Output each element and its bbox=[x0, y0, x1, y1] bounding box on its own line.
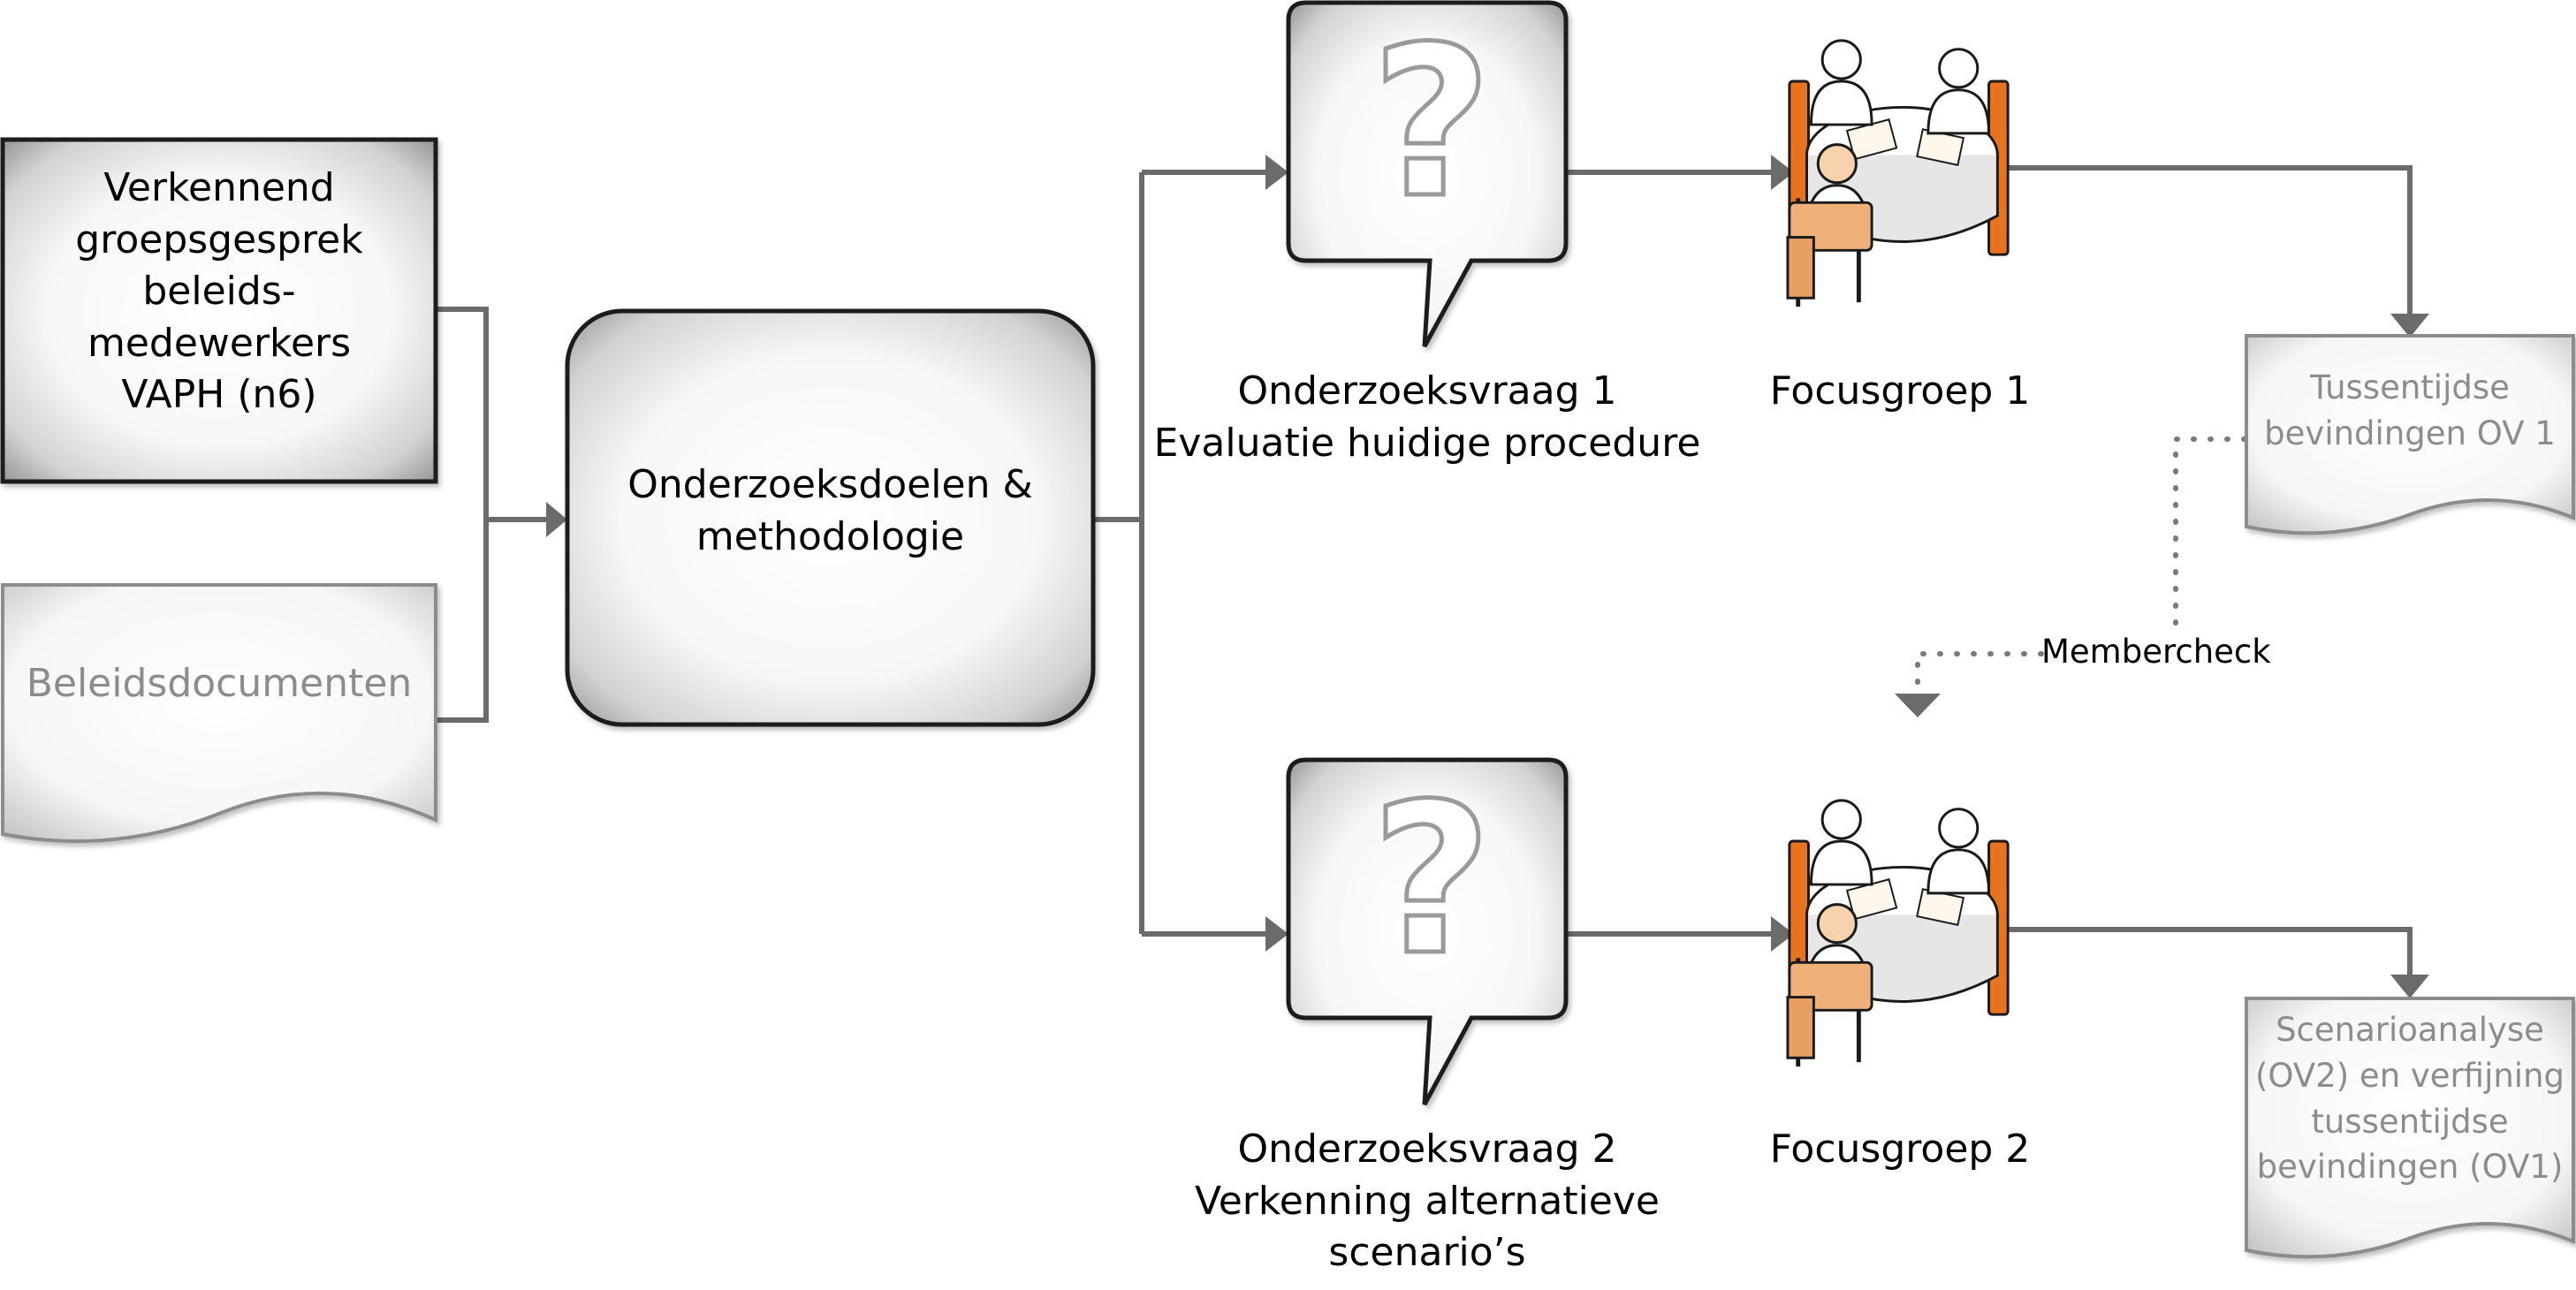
arrowhead-scenario bbox=[2390, 975, 2429, 998]
meeting-table-icon bbox=[1785, 27, 2015, 318]
focusgroep1-label: Focusgroep 1 bbox=[1769, 368, 2031, 414]
arrowhead-focusgroep2 bbox=[1771, 916, 1794, 952]
bevindingen1-label: Tussentijdse bevindingen OV 1 bbox=[2264, 368, 2556, 452]
question-mark-icon: ? bbox=[1369, 3, 1493, 244]
onderzoeksdoelen-label: Onderzoeksdoelen & methodologie bbox=[627, 462, 1033, 559]
question-mark-icon: ? bbox=[1369, 760, 1493, 1001]
meeting-table-icon bbox=[1785, 786, 2015, 1078]
arrowhead-focusgroep1 bbox=[1771, 155, 1794, 190]
vraag1-label: Onderzoeksvraag 1 Evaluatie huidige proc… bbox=[1153, 368, 1701, 466]
vraag2-bubble bbox=[1286, 757, 1569, 1106]
focusgroep2-label: Focusgroep 2 bbox=[1769, 1127, 2031, 1172]
arrowhead-bevindingen bbox=[2390, 314, 2429, 338]
arrowheads bbox=[546, 155, 2429, 998]
vraag1-bubble bbox=[1286, 0, 1569, 348]
arrowhead-onderzoeksdoelen bbox=[546, 502, 567, 537]
connector-focusgroep2-scenario bbox=[2006, 927, 2413, 983]
arrowhead-vraag2 bbox=[1265, 916, 1288, 952]
connector-focusgroep1-bevindingen bbox=[2006, 165, 2413, 320]
beleidsdocumenten-document bbox=[0, 583, 437, 843]
beleidsdocumenten-label: Beleidsdocumenten bbox=[26, 661, 413, 706]
onderzoeksdoelen-box bbox=[565, 308, 1096, 727]
bevindingen1-document bbox=[2245, 334, 2575, 535]
verkennend-label: Verkennend groepsgesprek beleids- medewe… bbox=[75, 165, 363, 418]
membercheck-path bbox=[1915, 436, 2247, 694]
vraag2-label: Onderzoeksvraag 2 Verkenning alternatiev… bbox=[1195, 1127, 1660, 1276]
connector-verkennend-bracket bbox=[436, 307, 489, 723]
connectors bbox=[436, 165, 2413, 983]
arrowhead-vraag1 bbox=[1265, 155, 1288, 190]
arrowhead-membercheck bbox=[1895, 694, 1941, 717]
verkennend-box bbox=[0, 137, 438, 484]
scenarioanalyse-label: Scenarioanalyse (OV2) en verfijning tuss… bbox=[2254, 1011, 2565, 1187]
membercheck-label: Membercheck bbox=[2041, 633, 2271, 671]
scenarioanalyse-document bbox=[2245, 997, 2575, 1259]
